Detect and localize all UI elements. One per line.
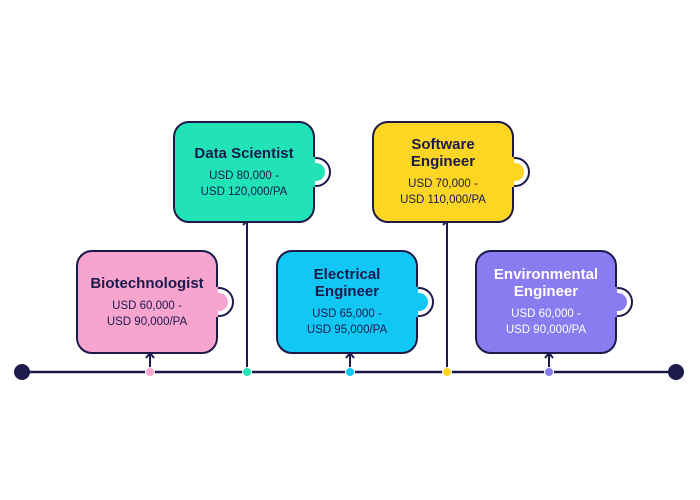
card-salary: USD 65,000 - USD 95,000/PA (306, 308, 388, 336)
timeline-dot (242, 367, 252, 377)
timeline-dot (145, 367, 155, 377)
card-tab-dot (506, 163, 524, 181)
card-biotechnologist: Biotechnologist USD 60,000 - USD 90,000/… (76, 250, 218, 354)
card-tab-dot (609, 293, 627, 311)
timeline-dot (442, 367, 452, 377)
card-tab-dot (210, 293, 228, 311)
timeline-dot (544, 367, 554, 377)
timeline-dot (345, 367, 355, 377)
card-salary: USD 70,000 - USD 110,000/PA (400, 178, 486, 206)
card-salary: USD 80,000 - USD 120,000/PA (200, 169, 288, 198)
card-salary: USD 60,000 - USD 90,000/PA (505, 308, 587, 336)
card-tab-dot (307, 163, 325, 181)
card-software-engineer: Software Engineer USD 70,000 - USD 110,0… (372, 121, 514, 223)
card-data-scientist: Data Scientist USD 80,000 - USD 120,000/… (173, 121, 315, 223)
card-title: Environmental Engineer (493, 266, 599, 300)
card-electrical-engineer: Electrical Engineer USD 65,000 - USD 95,… (276, 250, 418, 354)
card-tab-dot (410, 293, 428, 311)
timeline-end-dot (668, 364, 684, 380)
timeline-start-dot (14, 364, 30, 380)
card-title: Biotechnologist (90, 274, 204, 292)
card-salary: USD 60,000 - USD 90,000/PA (106, 299, 188, 328)
card-title: Software Engineer (410, 136, 476, 170)
card-title: Electrical Engineer (313, 266, 381, 300)
card-title: Data Scientist (194, 144, 294, 162)
